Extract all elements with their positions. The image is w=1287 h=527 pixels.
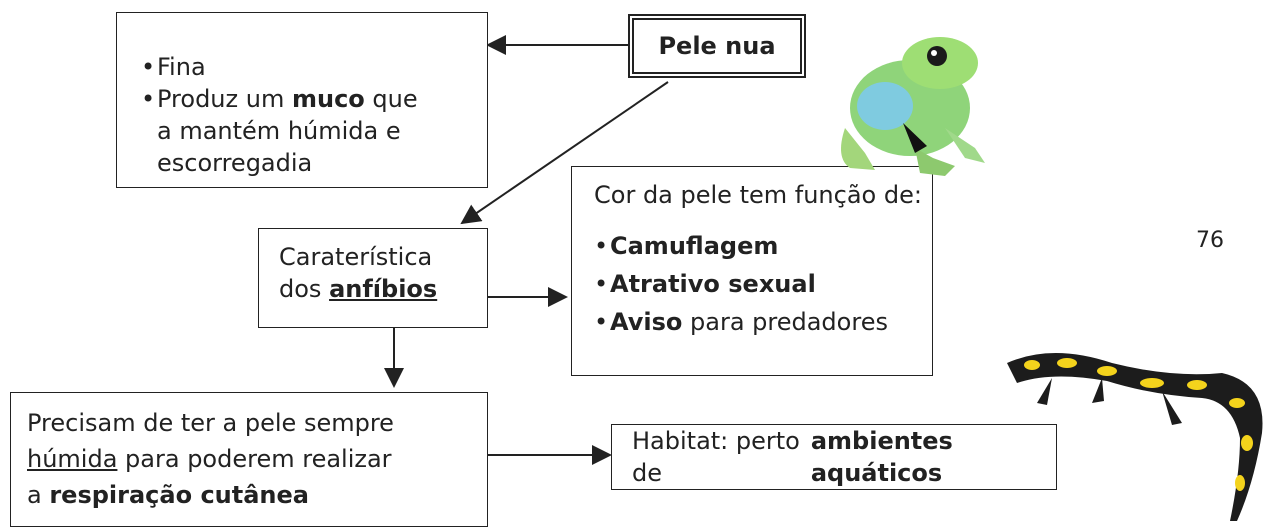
cor-pele-title: Cor da pele tem função de: (594, 181, 922, 209)
pele-nua-label: Pele nua (658, 32, 776, 60)
anfibios-label: anfíbios (329, 275, 438, 303)
pele-properties-box: Fina Produz um muco que a mantém húmida … (116, 12, 488, 188)
property-fina: Fina (141, 51, 467, 83)
habitat-node: Habitat: perto de ambientes aquáticos (611, 424, 1057, 490)
salamander-illustration (1007, 353, 1263, 521)
caracteristica-node: Caraterística dos anfíbios (258, 228, 488, 328)
cor-item-aviso: Aviso para predadores (594, 303, 932, 341)
arrow-pele-to-caracteristica (460, 81, 669, 225)
cor-item-atrativo: Atrativo sexual (594, 265, 932, 303)
caracteristica-line1: Caraterística (279, 243, 433, 271)
pele-nua-node: Pele nua (628, 14, 806, 78)
page-number: 76 (1196, 228, 1224, 253)
cor-item-camuflagem: Camuflagem (594, 227, 932, 265)
property-muco: Produz um muco que a mantém húmida e esc… (141, 83, 467, 179)
pele-humida-node: Precisam de ter a pele sempre húmida par… (10, 392, 488, 527)
cor-pele-node: Cor da pele tem função de: Camuflagem At… (571, 166, 933, 376)
caracteristica-line2: dos anfíbios (279, 275, 438, 303)
frog-illustration (841, 37, 985, 176)
